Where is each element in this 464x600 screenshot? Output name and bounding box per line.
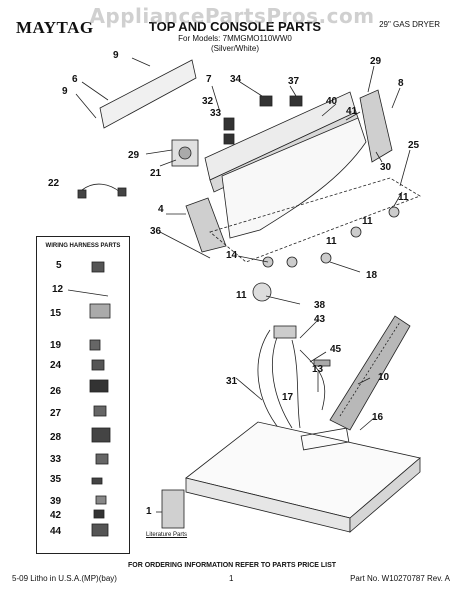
dryer-type-label: 29" GAS DRYER <box>379 20 440 29</box>
callout-25: 25 <box>408 140 420 151</box>
callout-11: 11 <box>398 192 409 203</box>
callout-41: 41 <box>346 106 358 117</box>
callout-11: 11 <box>236 290 247 301</box>
harness-callout-12: 12 <box>52 284 64 295</box>
ordering-notice: FOR ORDERING INFORMATION REFER TO PARTS … <box>127 562 337 569</box>
callout-7: 7 <box>206 74 212 85</box>
harness-parts-drawings <box>67 261 111 537</box>
harness-callout-39: 39 <box>50 496 62 507</box>
part-switch-33-drawing <box>223 133 235 145</box>
part-back-panel-drawing <box>99 59 197 129</box>
callout-29: 29 <box>370 56 382 67</box>
callout-9: 9 <box>113 50 119 61</box>
callout-11: 11 <box>326 236 337 247</box>
callout-40: 40 <box>326 96 338 107</box>
callout-8: 8 <box>398 78 404 89</box>
callout-30: 30 <box>380 162 392 173</box>
page-title: TOP AND CONSOLE PARTS <box>148 19 322 34</box>
part-literature-drawing <box>161 489 185 529</box>
callout-22: 22 <box>48 178 60 189</box>
callout-29: 29 <box>128 150 140 161</box>
callout-4: 4 <box>158 204 164 215</box>
harness-callout-42: 42 <box>50 510 62 521</box>
callout-17: 17 <box>282 392 294 403</box>
callout-36: 36 <box>150 226 162 237</box>
callout-32: 32 <box>202 96 214 107</box>
part-switch-34-drawing <box>259 95 273 107</box>
harness-callout-44: 44 <box>50 526 62 537</box>
part-console-cover-drawing <box>221 117 367 239</box>
callout-11: 11 <box>362 216 373 227</box>
part-knob-drawing <box>252 282 272 302</box>
part-lint-cover-drawing <box>329 315 411 431</box>
harness-callout-27: 27 <box>50 408 62 419</box>
litho-info: 5-09 Litho in U.S.A.(MP)(bay) <box>12 574 117 583</box>
wiring-harness-title: WIRING HARNESS PARTS <box>45 243 121 249</box>
callout-14: 14 <box>226 250 238 261</box>
part-end-cap-right-drawing <box>359 89 393 163</box>
callout-33: 33 <box>210 108 222 119</box>
harness-callout-33: 33 <box>50 454 62 465</box>
callout-38: 38 <box>314 300 326 311</box>
harness-callout-5: 5 <box>56 260 62 271</box>
part-main-harness-drawing <box>257 329 281 431</box>
callout-43: 43 <box>314 314 326 325</box>
part-harness-22-drawing <box>81 183 121 193</box>
part-switch-32-drawing <box>223 117 235 131</box>
harness-callout-15: 15 <box>50 308 62 319</box>
callout-13: 13 <box>312 364 324 375</box>
harness-callout-19: 19 <box>50 340 62 351</box>
callout-6: 6 <box>72 74 78 85</box>
callout-37: 37 <box>288 76 300 87</box>
callout-31: 31 <box>226 376 238 387</box>
callout-1: 1 <box>146 506 152 517</box>
literature-parts-label: Literature Parts <box>146 532 188 538</box>
callout-18: 18 <box>366 270 378 281</box>
watermark-text: AppliancePartsPros.com <box>89 4 375 28</box>
models-line-2: (Silver/White) <box>210 44 259 53</box>
page-number: 1 <box>229 574 234 583</box>
models-label: For Models: 7MMGMO110WW0 (Silver/White) <box>140 34 330 54</box>
callout-34: 34 <box>230 74 242 85</box>
harness-callout-35: 35 <box>50 474 62 485</box>
harness-callout-28: 28 <box>50 432 62 443</box>
callout-9: 9 <box>62 86 68 97</box>
callout-10: 10 <box>378 372 390 383</box>
models-line-1: For Models: 7MMGMO110WW0 <box>178 34 292 43</box>
callout-16: 16 <box>372 412 384 423</box>
wiring-harness-box: WIRING HARNESS PARTS <box>36 236 130 554</box>
part-top-cover-drawing <box>185 421 421 519</box>
harness-callout-24: 24 <box>50 360 62 371</box>
part-end-cap-left-drawing <box>185 197 227 253</box>
part-number: Part No. W10270787 Rev. A <box>350 574 450 583</box>
part-switch-37-drawing <box>289 95 303 107</box>
harness-callout-26: 26 <box>50 386 62 397</box>
callout-21: 21 <box>150 168 162 179</box>
brand-logo: MAYTAG <box>16 18 94 37</box>
callout-45: 45 <box>330 344 342 355</box>
